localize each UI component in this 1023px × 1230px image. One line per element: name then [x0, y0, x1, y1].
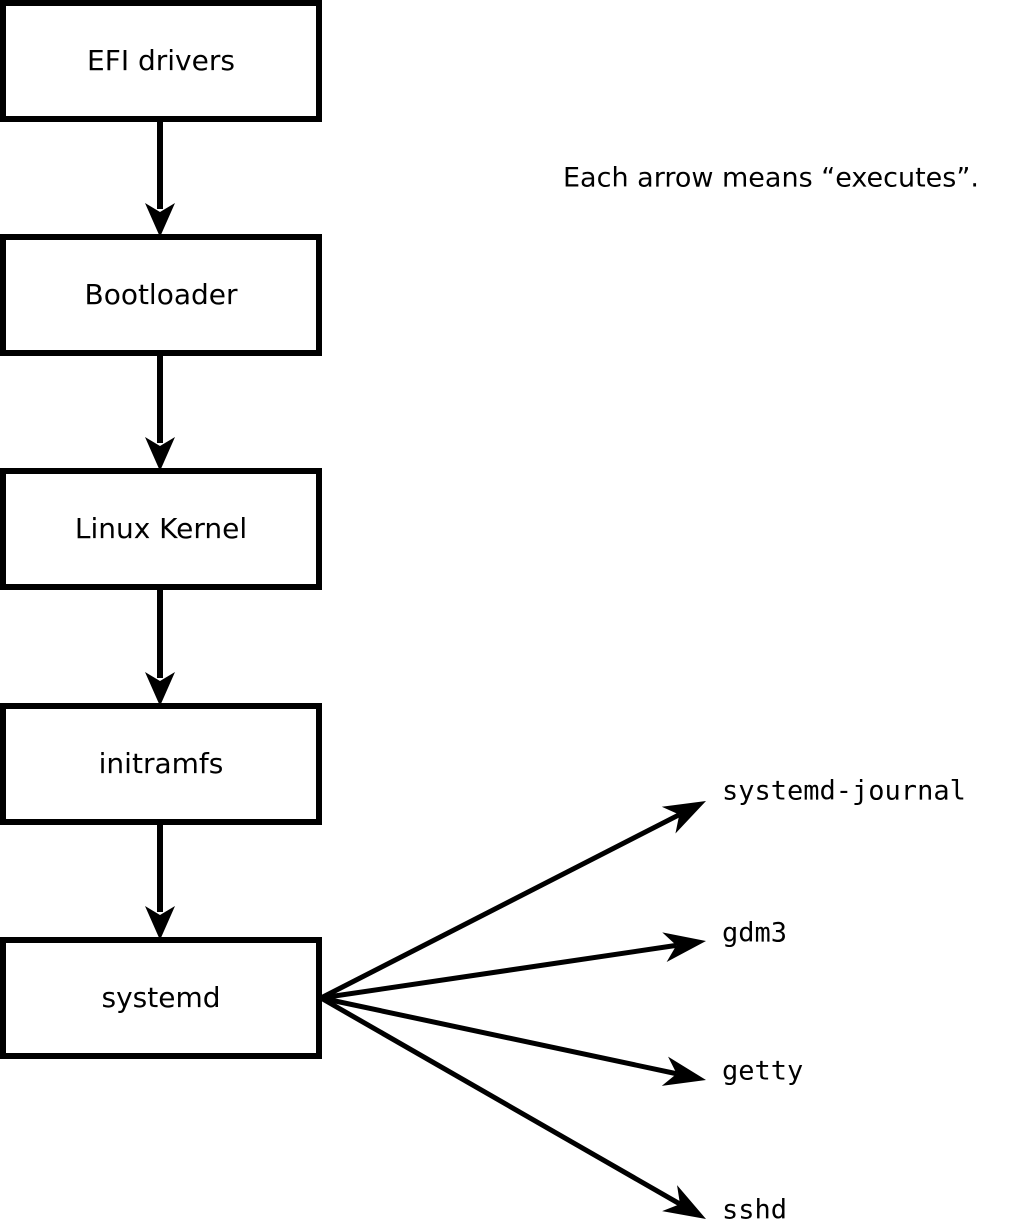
service-label-gdm3[interactable]: gdm3	[722, 918, 787, 949]
arrowhead-initramfs-to-systemd	[145, 906, 175, 940]
service-fanout-arrows	[319, 801, 706, 1219]
box-outline-bootloader	[0, 234, 322, 356]
box-systemd[interactable]: systemd	[0, 937, 322, 1059]
fan-arrow-sshd	[319, 995, 706, 1219]
connector-efi-to-bootloader	[145, 119, 175, 237]
connector-initramfs-to-systemd	[145, 822, 175, 940]
box-label-efi-drivers: EFI drivers	[87, 44, 235, 77]
arrowhead-bootloader-to-kernel	[145, 437, 175, 471]
box-outline-efi-drivers	[0, 0, 322, 122]
box-label-initramfs: initramfs	[99, 747, 224, 780]
fan-arrow-gdm3	[320, 932, 706, 1001]
fan-arrow-getty	[320, 995, 706, 1086]
box-outline-systemd	[0, 937, 322, 1059]
box-label-linux-kernel: Linux Kernel	[75, 512, 247, 545]
box-efi-drivers[interactable]: EFI drivers	[0, 0, 322, 122]
arrowhead-efi-to-bootloader	[145, 203, 175, 237]
boot-chain-connectors	[145, 119, 175, 940]
connector-bootloader-to-kernel	[145, 353, 175, 471]
arrowhead-gdm3	[662, 932, 706, 962]
legend-note: Each arrow means “executes”.	[563, 163, 979, 194]
box-outline-linux-kernel	[0, 468, 322, 590]
fan-line-getty	[320, 995, 678, 1077]
box-bootloader[interactable]: Bootloader	[0, 234, 322, 356]
box-linux-kernel[interactable]: Linux Kernel	[0, 468, 322, 590]
arrowhead-sshd	[662, 1185, 706, 1219]
box-label-systemd: systemd	[102, 981, 221, 1014]
arrowhead-kernel-to-initramfs	[145, 672, 175, 706]
box-initramfs[interactable]: initramfs	[0, 703, 322, 825]
service-label-getty[interactable]: getty	[722, 1056, 803, 1087]
fan-line-sshd	[319, 995, 682, 1207]
arrowhead-systemd-journal	[661, 801, 706, 834]
fan-line-gdm3	[320, 942, 677, 1001]
service-label-systemd-journal[interactable]: systemd-journal	[722, 776, 966, 807]
connector-kernel-to-initramfs	[145, 587, 175, 706]
fan-arrow-systemd-journal	[319, 801, 706, 1001]
box-label-bootloader: Bootloader	[84, 278, 238, 311]
arrowhead-getty	[661, 1056, 706, 1086]
service-labels: systemd-journal gdm3 getty sshd	[722, 776, 966, 1226]
service-label-sshd[interactable]: sshd	[722, 1195, 787, 1226]
fan-line-systemd-journal	[319, 812, 681, 1001]
